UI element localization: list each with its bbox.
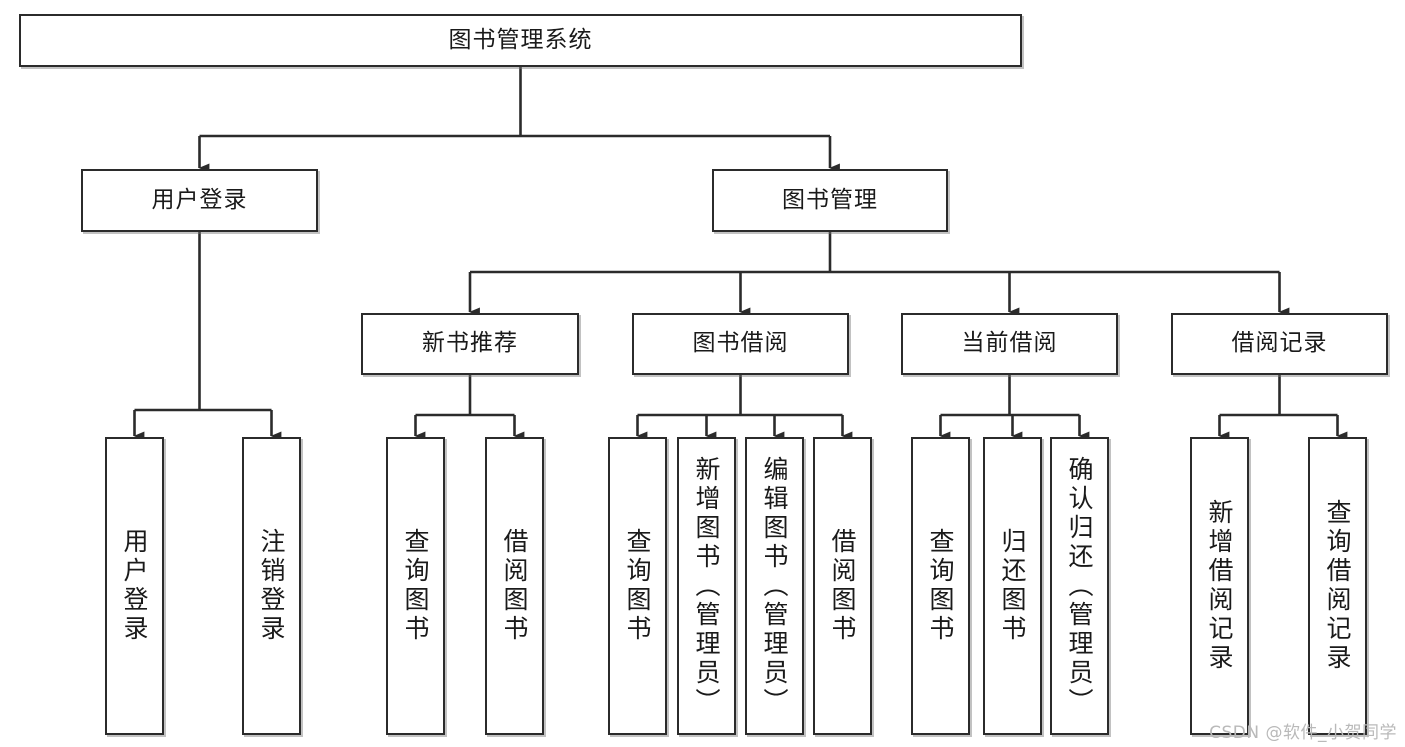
node-leaf-add-record[interactable]: 新增借阅记录 [1190,437,1249,735]
node-current-borrow-label: 当前借阅 [961,330,1058,357]
node-leaf-borrow-book[interactable]: 借阅图书 [813,437,872,735]
node-leaf-query-record-label: 查询借阅记录 [1323,499,1352,673]
node-leaf-logout[interactable]: 注销登录 [242,437,301,735]
node-leaf-confirm-return-label: 确认归还（管理员） [1065,455,1094,717]
node-leaf-add-record-label: 新增借阅记录 [1205,499,1234,673]
node-new-book-recommend-label: 新书推荐 [422,330,518,357]
node-root-label: 图书管理系统 [448,26,593,53]
node-leaf-add-book-label: 新增图书（管理员） [692,455,721,717]
node-leaf-user-login[interactable]: 用户登录 [105,437,164,735]
node-root[interactable]: 图书管理系统 [19,14,1022,67]
node-leaf-edit-book-label: 编辑图书（管理员） [760,455,789,717]
node-leaf-return-book[interactable]: 归还图书 [983,437,1042,735]
node-leaf-query-book-rec-label: 查询图书 [401,528,430,644]
node-leaf-borrow-book-label: 借阅图书 [828,528,857,644]
node-leaf-confirm-return[interactable]: 确认归还（管理员） [1050,437,1109,735]
node-borrow-record[interactable]: 借阅记录 [1171,313,1388,375]
node-leaf-edit-book[interactable]: 编辑图书（管理员） [745,437,804,735]
node-user-login-label: 用户登录 [151,186,248,213]
node-user-login[interactable]: 用户登录 [81,169,318,232]
node-leaf-query-record[interactable]: 查询借阅记录 [1308,437,1367,735]
node-leaf-query-book-borrow[interactable]: 查询图书 [608,437,667,735]
node-book-borrow-label: 图书借阅 [692,330,789,357]
node-leaf-borrow-book-rec[interactable]: 借阅图书 [485,437,544,735]
node-new-book-recommend[interactable]: 新书推荐 [361,313,579,375]
node-book-borrow[interactable]: 图书借阅 [632,313,849,375]
node-borrow-record-label: 借阅记录 [1231,330,1328,357]
node-leaf-add-book[interactable]: 新增图书（管理员） [677,437,736,735]
node-leaf-logout-label: 注销登录 [257,528,286,644]
node-leaf-borrow-book-rec-label: 借阅图书 [500,528,529,644]
node-current-borrow[interactable]: 当前借阅 [901,313,1118,375]
node-leaf-query-book-rec[interactable]: 查询图书 [386,437,445,735]
node-leaf-query-book-current[interactable]: 查询图书 [911,437,970,735]
node-leaf-query-book-borrow-label: 查询图书 [623,528,652,644]
node-leaf-query-book-current-label: 查询图书 [926,528,955,644]
node-leaf-return-book-label: 归还图书 [998,528,1027,644]
node-leaf-user-login-label: 用户登录 [120,528,149,644]
node-book-manage-label: 图书管理 [782,186,878,213]
node-book-manage[interactable]: 图书管理 [712,169,948,232]
